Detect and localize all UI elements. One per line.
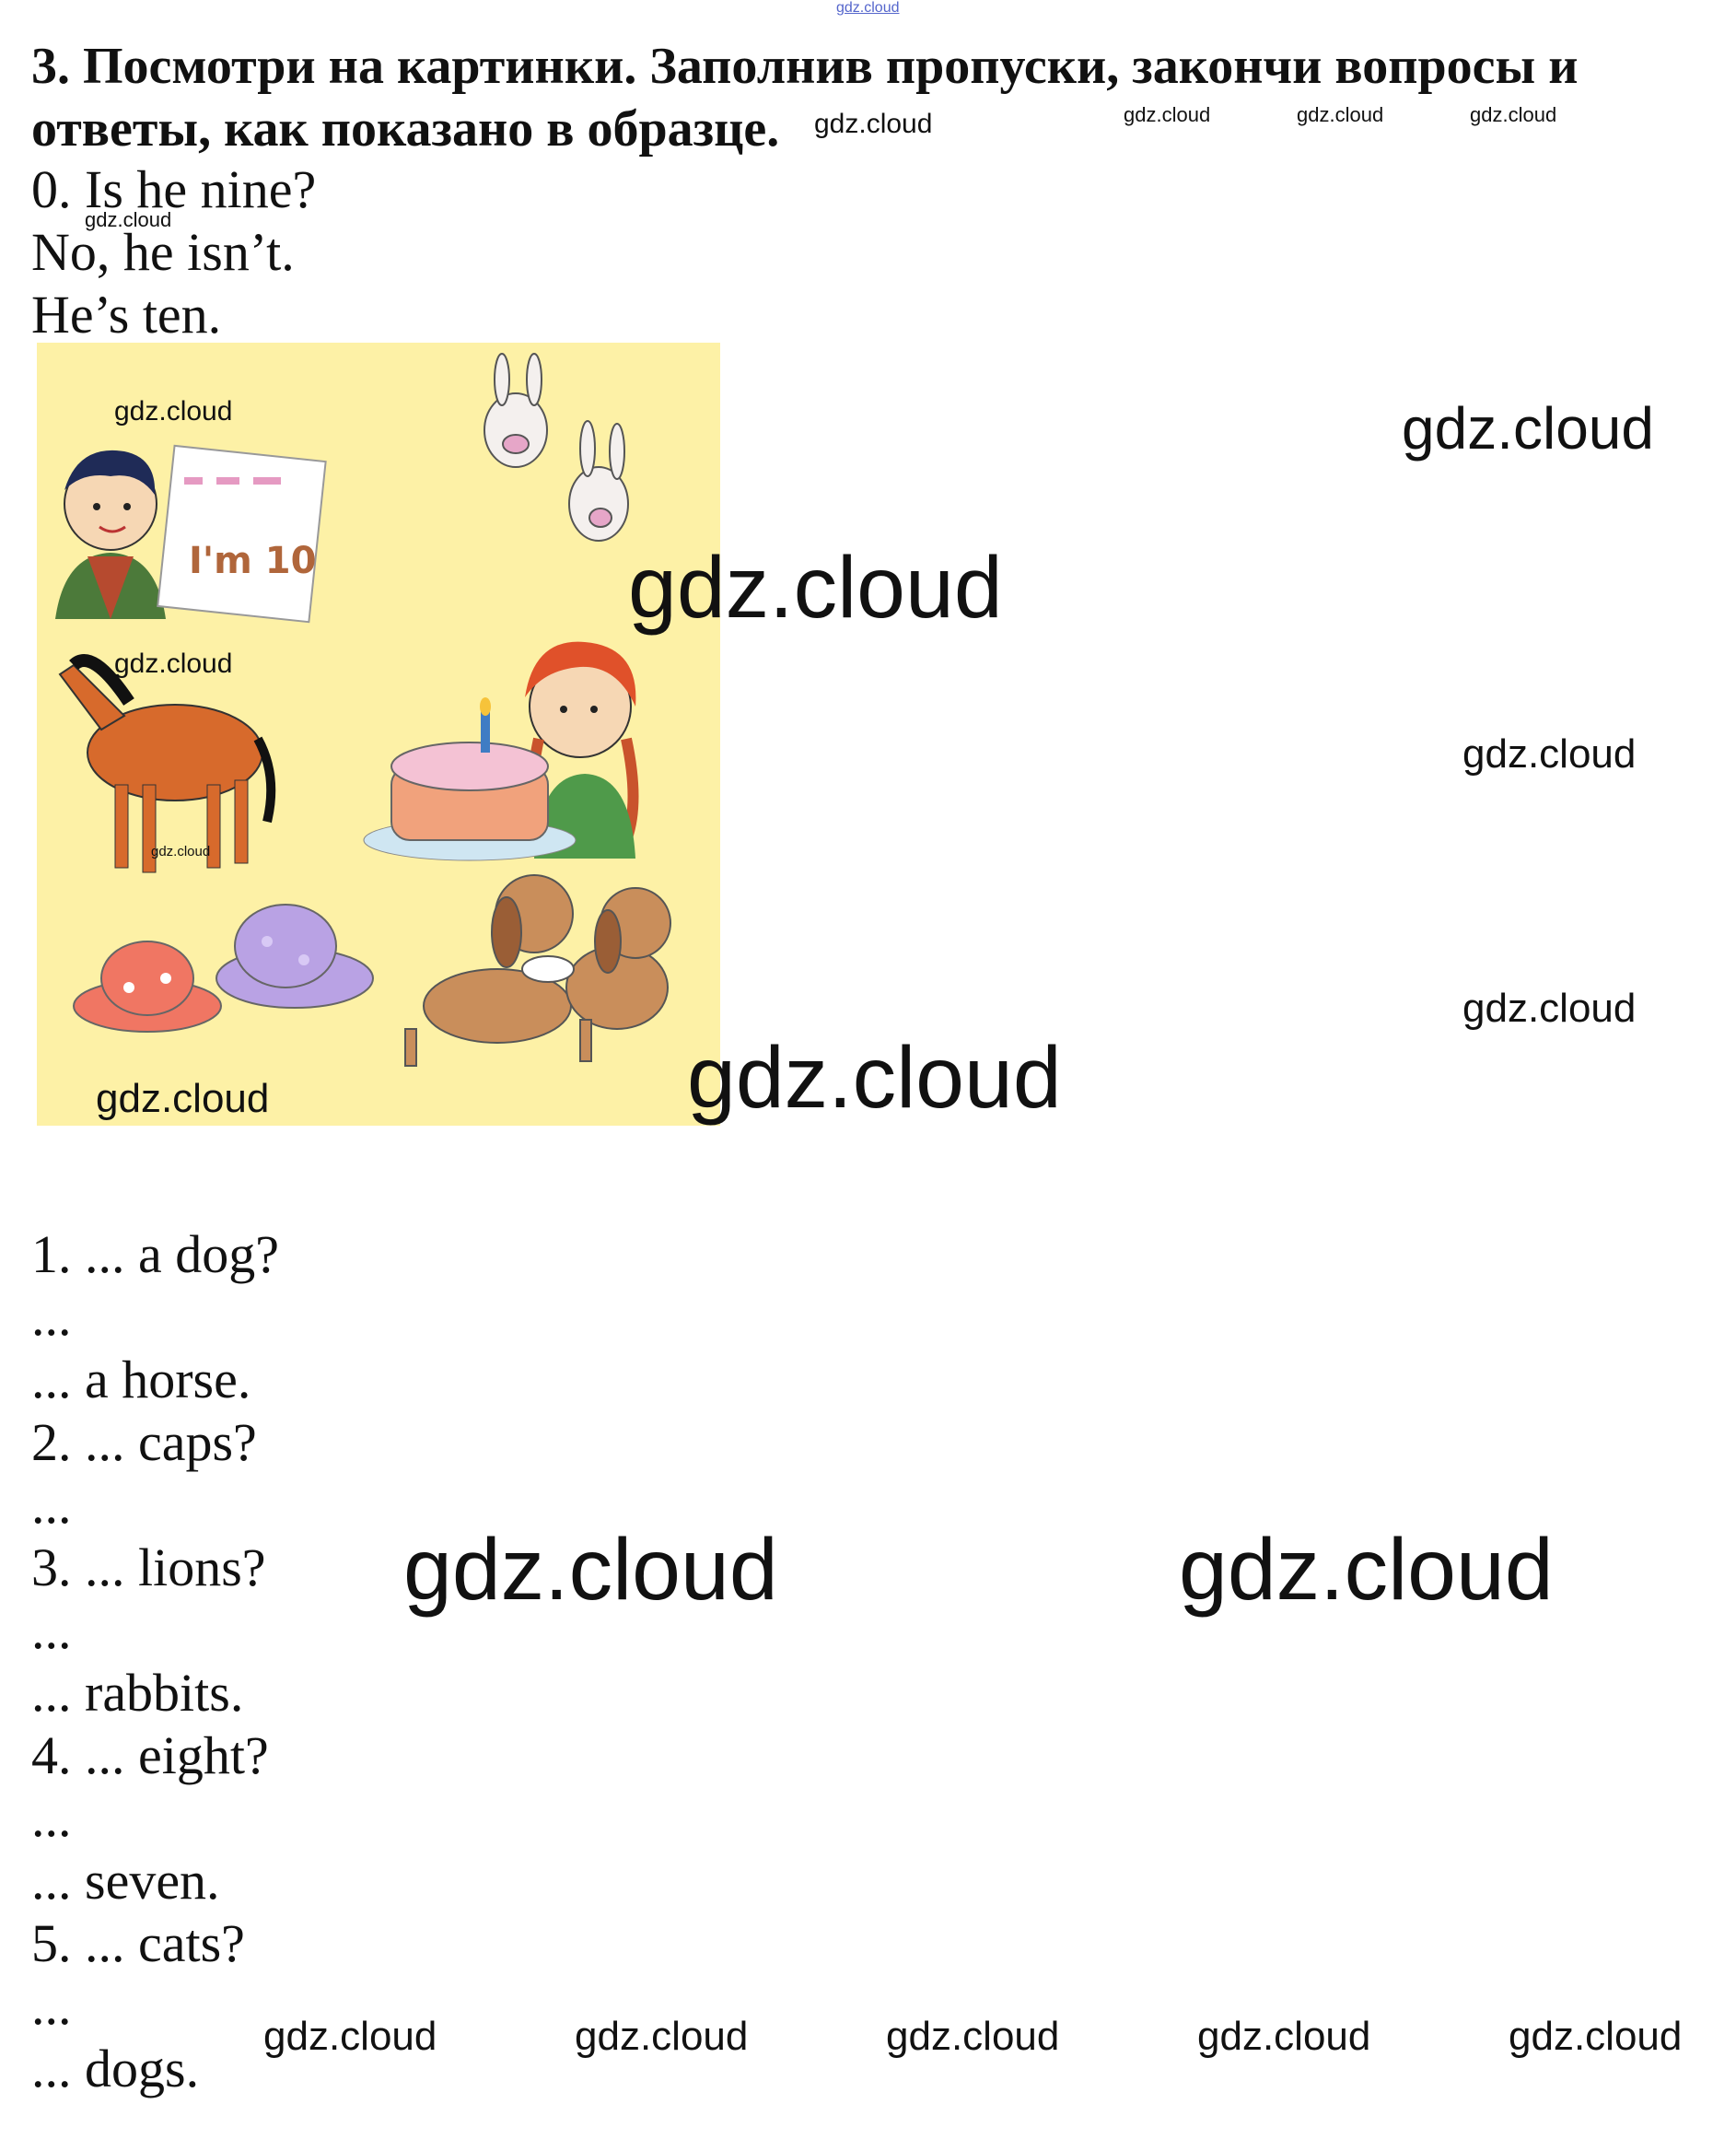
rabbits-illustration: [484, 353, 629, 542]
girl-with-cake-illustration: [363, 641, 639, 861]
task-heading: 3. Посмотри на картинки. Заполнив пропус…: [31, 38, 1579, 158]
exercise-line: ... seven.: [31, 1851, 220, 1911]
watermark: gdz.cloud: [1509, 2014, 1683, 2059]
watermark-top: gdz.cloud: [836, 0, 900, 16]
watermark: gdz.cloud: [1470, 103, 1557, 126]
example-answer: He’s ten.: [31, 285, 222, 345]
watermark: gdz.cloud: [1462, 731, 1637, 777]
exercise-line: ... a horse.: [31, 1350, 251, 1409]
boy-with-sign-illustration: I'm 10: [55, 444, 327, 624]
exercise-line: 3. ... lions?: [31, 1537, 266, 1597]
exercise-line: ...: [31, 1287, 72, 1347]
dogs-illustration: [404, 874, 671, 1067]
watermark: gdz.cloud: [1462, 986, 1637, 1031]
example-question: 0. Is he nine?: [31, 159, 317, 219]
watermark: gdz.cloud: [687, 1029, 1062, 1127]
watermark: gdz.cloud: [1124, 103, 1211, 126]
watermark: gdz.cloud: [114, 396, 233, 427]
watermark: gdz.cloud: [1179, 1521, 1554, 1619]
exercise-line: ... rabbits.: [31, 1663, 244, 1723]
horse-illustration: [58, 654, 276, 873]
exercise-line: ...: [31, 1788, 72, 1848]
hats-illustration: [73, 904, 374, 1033]
watermark: gdz.cloud: [263, 2014, 437, 2059]
svg-text:I'm 10: I'm 10: [189, 540, 316, 582]
watermark: gdz.cloud: [575, 2014, 749, 2059]
watermark: gdz.cloud: [1297, 103, 1384, 126]
watermark: gdz.cloud: [96, 1076, 270, 1121]
exercise-line: 2. ... caps?: [31, 1412, 257, 1472]
watermark: gdz.cloud: [1197, 2014, 1371, 2059]
watermark: gdz.cloud: [814, 109, 933, 139]
watermark: gdz.cloud: [114, 649, 233, 679]
example-answer: No, he isn’t.: [31, 222, 295, 282]
watermark: gdz.cloud: [403, 1521, 778, 1619]
exercise-line: ...: [31, 1475, 72, 1535]
exercise-line: ...: [31, 1976, 72, 2036]
exercise-picture: I'm 10: [37, 343, 720, 1126]
watermark: gdz.cloud: [886, 2014, 1060, 2059]
exercise-line: ... dogs.: [31, 2039, 200, 2098]
exercise-line: ...: [31, 1600, 72, 1660]
watermark: gdz.cloud: [1402, 395, 1654, 462]
exercise-line: 4. ... eight?: [31, 1725, 269, 1785]
exercise-line: 1. ... a dog?: [31, 1224, 279, 1284]
watermark: gdz.cloud: [85, 208, 172, 231]
exercise-line: 5. ... cats?: [31, 1913, 245, 1973]
watermark: gdz.cloud: [151, 844, 211, 859]
watermark: gdz.cloud: [628, 539, 1003, 637]
